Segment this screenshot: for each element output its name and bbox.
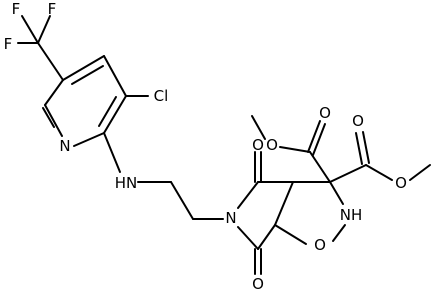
bond-ring-5-inner xyxy=(42,107,55,128)
bond-ring-1 xyxy=(62,55,105,81)
pyrrolidinedione-ring xyxy=(237,151,294,275)
bond-c-n-bottom xyxy=(237,226,259,250)
bond-nh-o xyxy=(332,224,346,242)
bond-o-c6a xyxy=(274,224,307,245)
bond-c-f2 xyxy=(37,15,51,44)
bond-ester1-carbonyl-a xyxy=(307,120,321,153)
atom-label-f3: F xyxy=(4,35,13,53)
atom-label-o-bottom-carbonyl: O xyxy=(252,275,264,293)
bond-ester1-methyl xyxy=(251,115,266,140)
bond-ester2-methyl xyxy=(409,164,431,181)
atom-label-f2: F xyxy=(48,0,57,18)
atom-label-o-ester2-ether: O xyxy=(395,174,407,192)
bond-ring-5 xyxy=(44,104,63,137)
atom-label-o-ester2-carbonyl: O xyxy=(352,112,364,130)
bond-ester2-carbonyl-a xyxy=(355,132,363,165)
atom-label-o-isoxazolidine: O xyxy=(314,236,326,254)
bond-c3-ester2 xyxy=(329,164,367,183)
atom-label-f1: F xyxy=(12,0,21,18)
isoxazolidine-ring xyxy=(274,181,346,245)
atom-label-hn: HN xyxy=(115,174,138,192)
atom-label-o-ester1-ether: O xyxy=(266,136,278,154)
atom-label-o-ester1-carbonyl: O xyxy=(319,104,331,122)
bond-ring-nh xyxy=(103,132,121,173)
bond-ring-3 xyxy=(103,95,127,134)
atom-label-o-top-carbonyl: O xyxy=(252,136,264,154)
bond-ester2-carbonyl-b xyxy=(362,131,370,164)
bond-ring-1-inner xyxy=(71,65,104,85)
trifluoromethyl-group xyxy=(17,15,64,81)
atom-label-nh-isoxazolidine: NH xyxy=(340,206,363,224)
bond-c-c-bottom xyxy=(274,181,294,226)
atom-label-cl: Cl xyxy=(154,87,169,105)
bond-ring-6 xyxy=(44,79,64,106)
bond-cf3-ring xyxy=(37,42,64,81)
ester-2 xyxy=(329,131,431,183)
bond-c-f1 xyxy=(21,15,39,44)
bond-ester1-carbonyl-b xyxy=(312,123,326,156)
bond-n-c-top xyxy=(237,181,259,209)
atom-label-n-pyridine: N xyxy=(59,137,70,155)
pyridine-ring xyxy=(42,55,127,147)
bond-c3-nh xyxy=(329,181,344,205)
atom-label-n-imide: N xyxy=(225,209,236,227)
bond-ester1-ether xyxy=(279,146,311,153)
ester-1 xyxy=(251,115,331,183)
bond-c-bottom-c xyxy=(257,224,276,250)
bond-ring-4 xyxy=(73,132,105,147)
bond-ester2-ether xyxy=(365,164,393,181)
bond-ring-3-inner xyxy=(98,96,117,127)
bond-ring-2 xyxy=(103,55,127,97)
bond-ch2-ch2 xyxy=(170,181,194,220)
bond-c3-ester1 xyxy=(309,151,331,183)
